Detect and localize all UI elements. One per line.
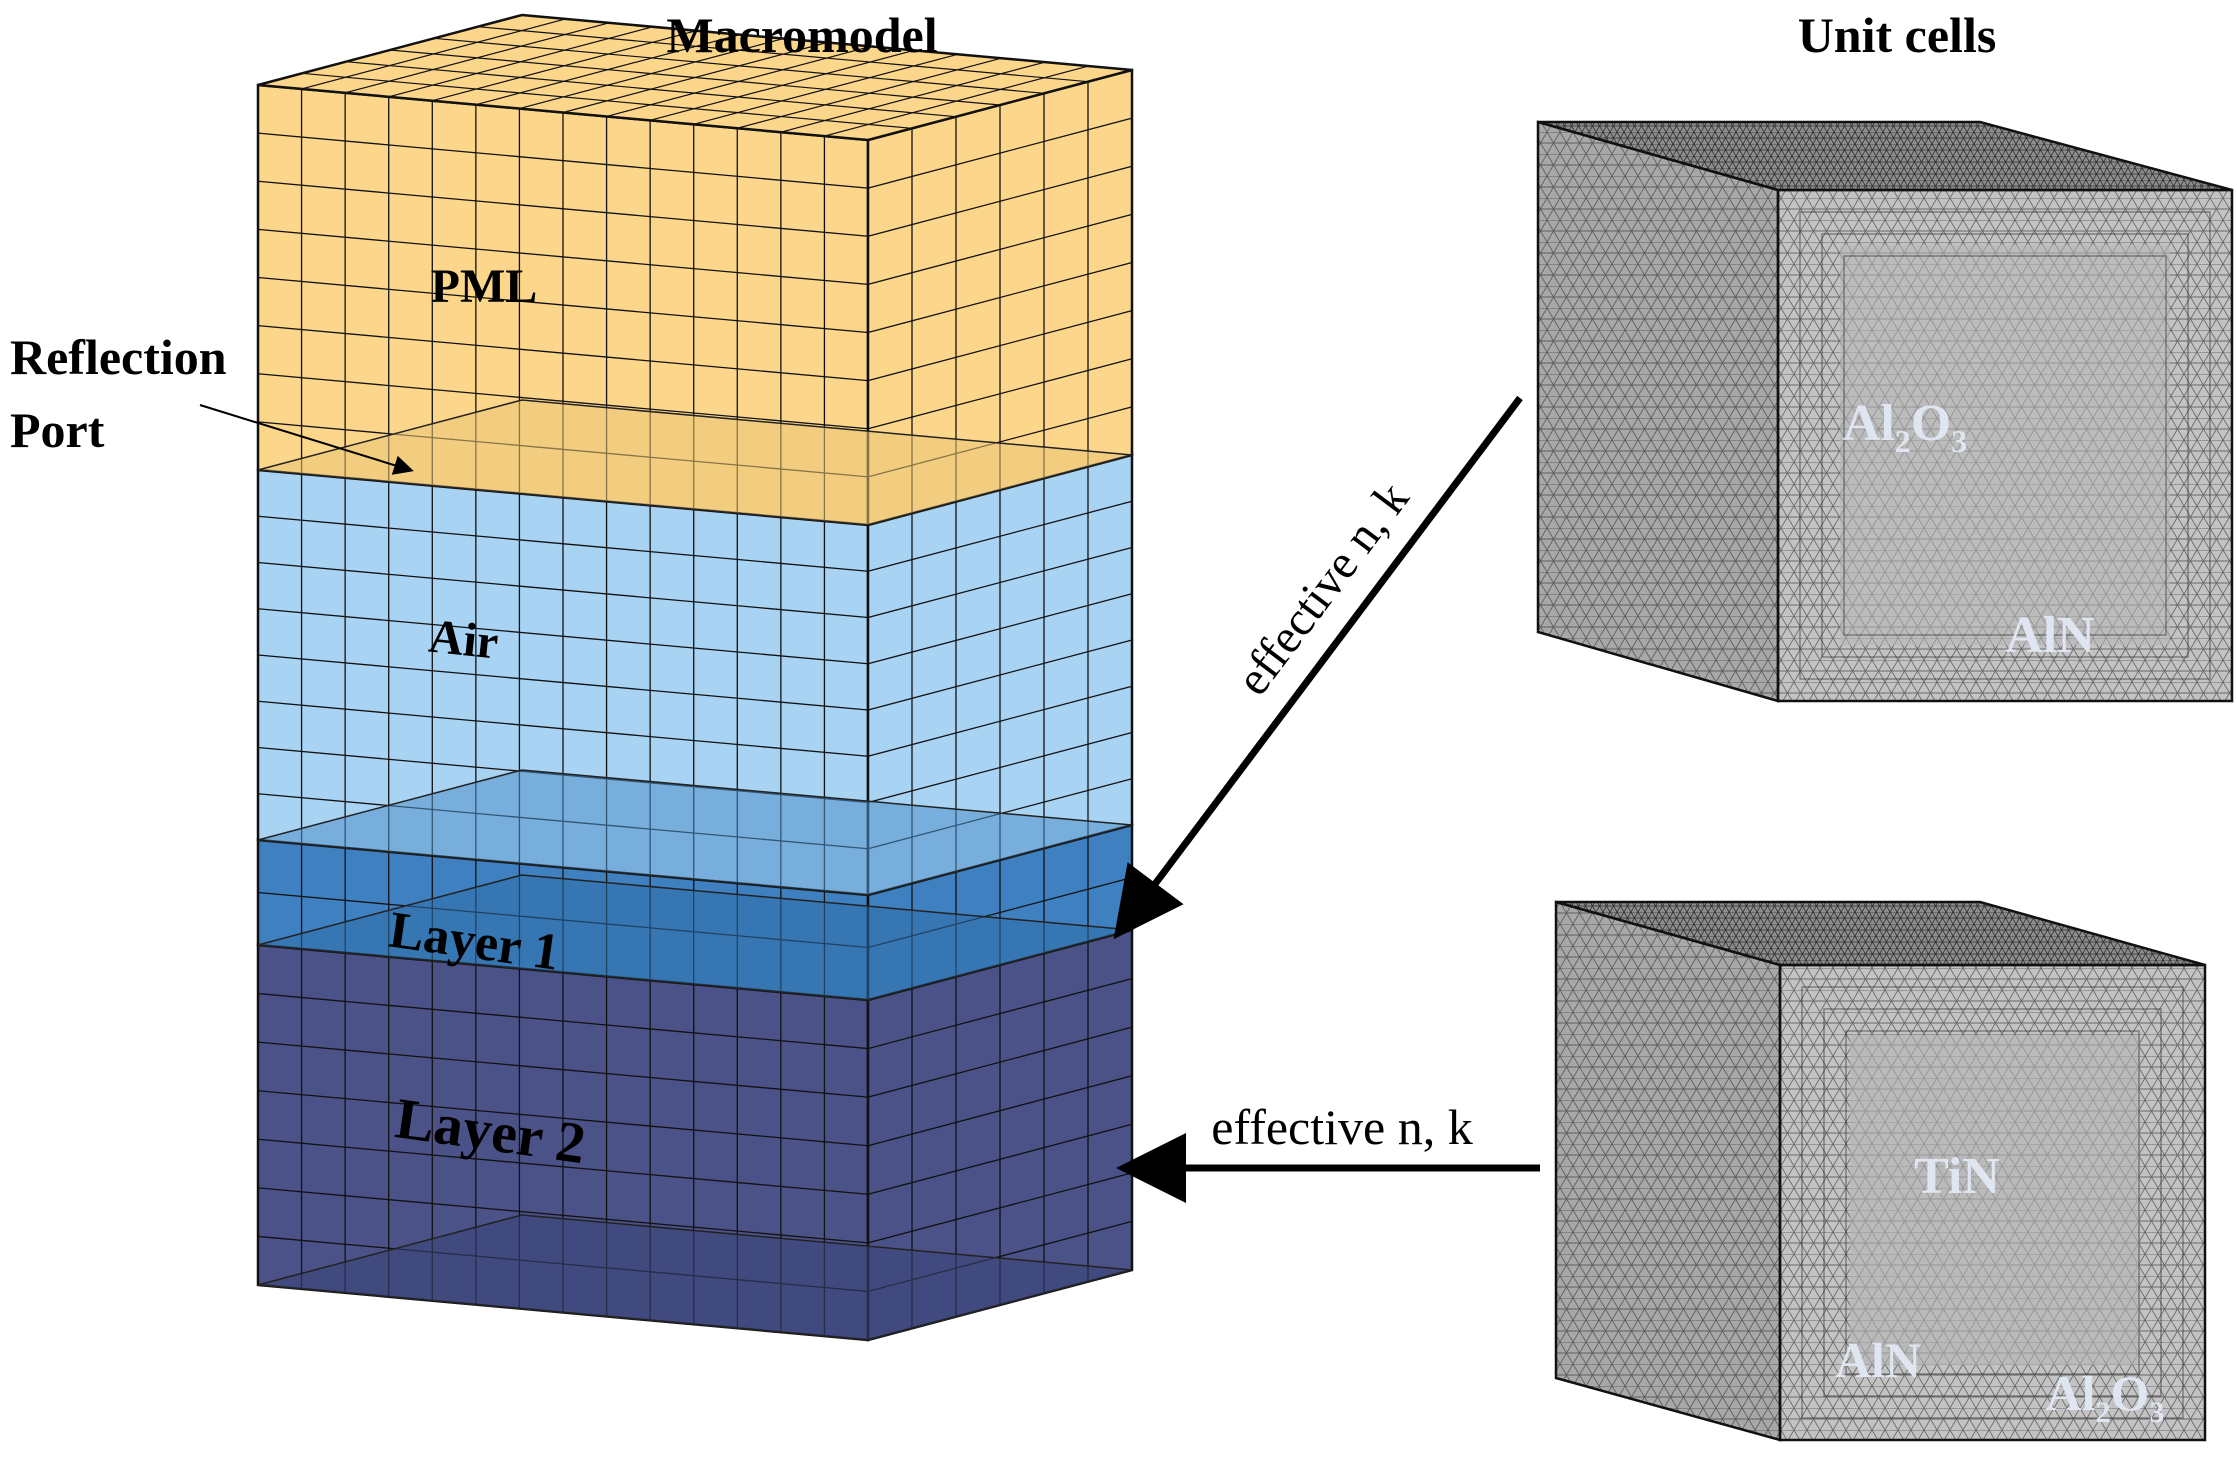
cube-top-mesh xyxy=(1538,122,2232,190)
top-mesh-b xyxy=(389,49,1001,106)
lower-effective-label: effective n, k xyxy=(1211,1099,1472,1155)
layer1-top-plane xyxy=(257,769,1133,896)
right-mesh-h xyxy=(867,261,1133,334)
right-mesh-h xyxy=(867,731,1133,804)
upper-effective-arrow xyxy=(1113,395,1523,940)
front-mesh-h xyxy=(257,324,869,382)
front-mesh-h xyxy=(257,700,869,757)
bottom-cell-shell-label: Al2O3 xyxy=(2046,1365,2165,1429)
front-mesh-h xyxy=(257,608,869,665)
top-cell-core-label: Al2O3 xyxy=(1843,395,1967,459)
front-mesh-h xyxy=(257,561,869,619)
unit-cell-bottom xyxy=(1554,900,2207,1442)
reflection-port-plane xyxy=(257,399,1133,526)
front-mesh-h xyxy=(257,180,869,237)
front-mesh-h xyxy=(257,276,869,334)
right-mesh-h xyxy=(867,639,1133,711)
cube-inner-core xyxy=(1850,1035,2140,1365)
reflection-port-pointer xyxy=(199,404,414,475)
right-mesh-h xyxy=(867,358,1133,430)
cube-top-mesh xyxy=(1556,902,2205,965)
macromodel-title: Macromodel xyxy=(666,7,937,63)
air-label: Air xyxy=(426,610,500,670)
cube-side-mesh xyxy=(1538,122,1778,701)
cube-edge xyxy=(1776,188,2234,703)
cube-shell-outline xyxy=(1801,986,2184,1419)
top-mesh-b xyxy=(345,61,957,118)
cube-shell-outline xyxy=(1823,1008,2162,1397)
reflection-port-label-line1: Reflection xyxy=(10,329,227,385)
right-mesh-h xyxy=(867,309,1133,382)
top-mesh-b xyxy=(433,37,1045,94)
right-mesh-h xyxy=(867,500,1133,572)
unit-cells-title: Unit cells xyxy=(1798,7,1997,63)
bottom-cell-mid-label: AlN xyxy=(1835,1332,1921,1388)
cube-shell-outline xyxy=(1799,211,2211,680)
right-mesh-h xyxy=(867,685,1133,757)
right-mesh-h xyxy=(867,1075,1133,1147)
top-cell-shell-label: AlN xyxy=(2005,607,2095,664)
front-mesh-h xyxy=(257,373,869,430)
top-mesh-b xyxy=(477,26,1089,83)
front-mesh-h xyxy=(257,132,869,189)
front-mesh-h xyxy=(257,992,869,1050)
unit-cell-top xyxy=(1536,120,2234,703)
right-mesh-h xyxy=(867,213,1133,286)
front-mesh-h xyxy=(257,1138,869,1195)
cube-shell-outline xyxy=(1845,1030,2140,1375)
right-mesh-h xyxy=(867,546,1133,619)
right-mesh-h xyxy=(867,1026,1133,1098)
bottom-cell-core-label: TiN xyxy=(1914,1148,2000,1205)
front-mesh-h xyxy=(257,1090,869,1147)
right-mesh-h xyxy=(867,1123,1133,1195)
bottom-plane xyxy=(257,1214,1133,1341)
right-mesh-h xyxy=(867,165,1133,237)
front-mesh-h xyxy=(257,1187,869,1244)
reflection-port-label-line2: Port xyxy=(10,402,105,458)
cube-shell-outline xyxy=(1843,255,2167,636)
pml-label: PML xyxy=(431,260,538,313)
cube-edge xyxy=(1778,963,2207,1442)
upper-effective-label: effective n, k xyxy=(1226,472,1419,704)
right-mesh-h xyxy=(867,977,1133,1050)
macromodel-block xyxy=(256,13,1134,1342)
cube-side-mesh xyxy=(1556,902,1780,1440)
right-mesh-h xyxy=(867,593,1133,665)
front-mesh-h xyxy=(257,1041,869,1098)
front-mesh-h xyxy=(257,515,869,572)
right-mesh-h xyxy=(867,117,1133,189)
right-mesh-h xyxy=(867,1172,1133,1244)
cube-inner-core xyxy=(1840,245,2170,645)
top-mesh-b xyxy=(301,72,913,129)
front-mesh-h xyxy=(257,654,869,711)
cube-shell-outline xyxy=(1821,233,2189,658)
front-mesh-h xyxy=(257,228,869,286)
